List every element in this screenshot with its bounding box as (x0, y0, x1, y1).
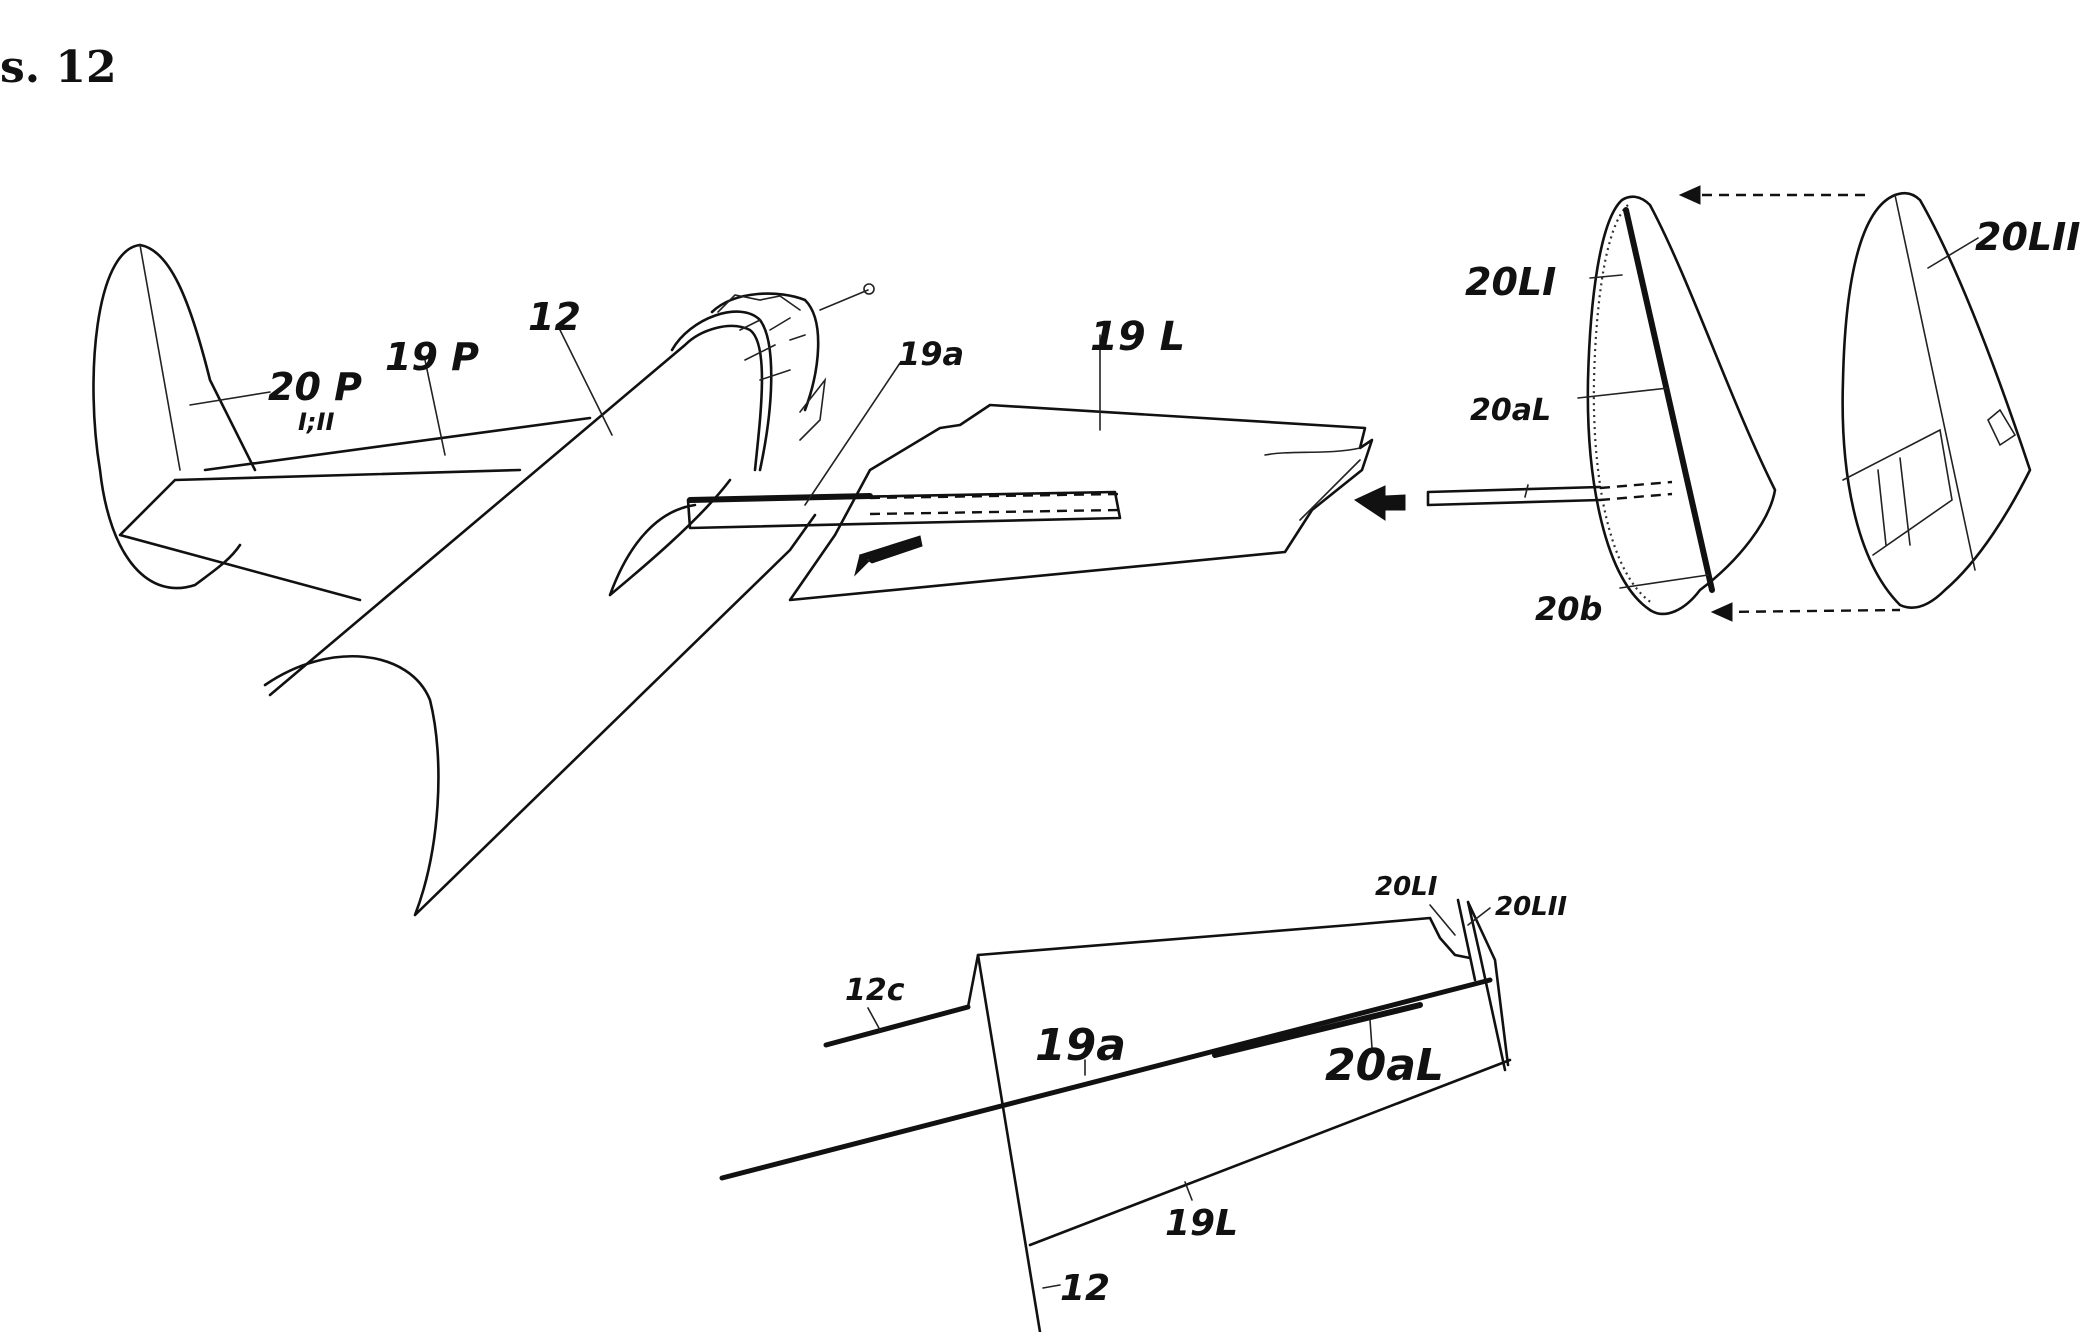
alignment-dashes (1685, 193, 1901, 614)
leader-20b (1619, 574, 1709, 589)
label-20li-bottom: 20LI (1375, 872, 1438, 902)
fin-20p-front (138, 243, 257, 472)
fuselage-tail-group (92, 243, 875, 917)
label-20li-top: 20LI (1465, 260, 1556, 304)
rod-20al (1426, 485, 1602, 507)
tail-cone-ring (670, 292, 820, 472)
leader-20al-top (1577, 387, 1669, 399)
alignment-arrow-bottom (1710, 602, 1733, 622)
leader-12-top (559, 329, 613, 436)
fuselage-12c-line (823, 1004, 971, 1048)
label-19l-bottom: 19L (1165, 1203, 1238, 1244)
fin-20l-edge (1456, 898, 1510, 1072)
slide-arrow-19l (854, 535, 923, 577)
fin-20li-hidden (1599, 480, 1673, 502)
insert-arrow (1353, 485, 1406, 521)
part-labels: 20 P I;II 19 P 12 19a 19 L 20LI 20LII 20… (268, 215, 2080, 1309)
tailplane-19l-outline (976, 953, 1512, 1332)
spar-19a-section (719, 977, 1493, 1181)
leader-20p (189, 391, 271, 406)
label-12-bottom: 12 (1060, 1268, 1110, 1309)
spar-19a-edge (687, 493, 873, 503)
leader-20lii-bottom (1467, 907, 1491, 926)
label-20p-sub: I;II (298, 408, 334, 436)
leader-19p (424, 359, 446, 456)
fuselage-12 (268, 324, 764, 697)
fin-20p (92, 243, 242, 590)
label-20al-top: 20aL (1470, 393, 1551, 428)
leader-12-bottom (1042, 1284, 1061, 1289)
label-19a-top: 19a (898, 335, 964, 373)
fuselage-12-lower (263, 513, 817, 917)
label-20al-bottom: 20aL (1325, 1040, 1444, 1091)
spar-19a (686, 490, 1122, 530)
spar-19a-hidden (869, 492, 1121, 516)
leader-20lii-top (1927, 237, 1979, 269)
tail-cone-ring-detail (717, 294, 806, 381)
leader-19a-top (804, 362, 901, 506)
label-20lii-bottom: 20LII (1495, 892, 1567, 922)
label-19p: 19 P (385, 335, 479, 379)
tailplane-19l-edge (1264, 447, 1361, 521)
rod-20al-tick (1524, 484, 1529, 498)
label-12c: 12c (845, 973, 905, 1008)
pivot-rod-tip (863, 283, 875, 295)
figure-caption: s. 12 (0, 42, 117, 93)
tailplane-19l-section (966, 916, 1472, 1009)
label-20b: 20b (1535, 590, 1602, 628)
hub-base (799, 377, 827, 441)
label-19a-bottom: 19a (1035, 1020, 1126, 1071)
assembled-section-view (719, 898, 1512, 1332)
alignment-arrow-top (1678, 185, 1701, 205)
rod-20al-section (1212, 1002, 1423, 1058)
tailplane-19p (118, 416, 592, 602)
leader-20li-top (1589, 274, 1623, 279)
pivot-rod (819, 289, 869, 311)
fuselage-12-cut (608, 478, 732, 597)
fin-20p-hinge (139, 244, 181, 471)
fin-20lii-hinge (1894, 194, 1976, 571)
leader-12c (867, 1007, 881, 1031)
fin-20l-group (1426, 185, 2032, 622)
leader-19l-bottom (1184, 1181, 1193, 1201)
fin-20li (1586, 195, 1777, 616)
tailplane-19l (788, 403, 1374, 602)
leader-20li-bottom (1429, 904, 1456, 936)
fin-20li-spar (1623, 207, 1715, 593)
leader-20al-bottom (1369, 1019, 1373, 1049)
label-19l-top: 19 L (1090, 314, 1185, 360)
label-20lii-top: 20LII (1975, 215, 2080, 259)
fin-20li-outline (1592, 204, 1653, 604)
fin-20lii-panels (1842, 408, 2017, 556)
label-12-top: 12 (528, 295, 581, 339)
label-20p: 20 P (268, 365, 362, 409)
fin-20lii (1841, 191, 2032, 610)
tailplane-19l-group (686, 334, 1406, 602)
